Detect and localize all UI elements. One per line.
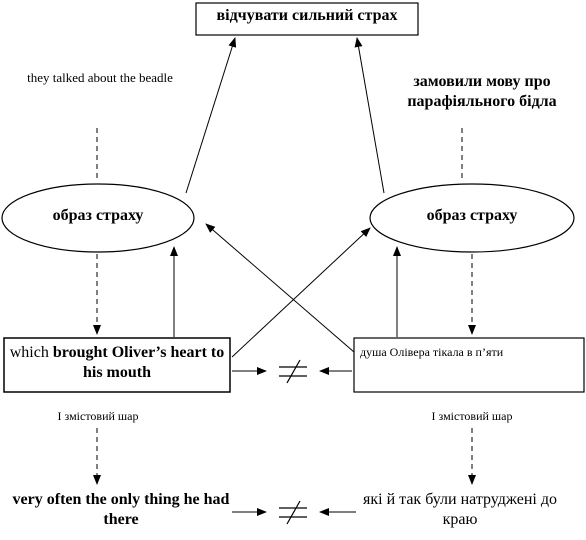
left-box-frame xyxy=(3,337,231,393)
top-box-frame xyxy=(195,2,419,36)
right-box-frame xyxy=(353,337,585,393)
arrow-right-oval-to-top xyxy=(354,37,385,194)
left-note: they talked about the beadle xyxy=(27,70,173,85)
left-layer-label: І змістовий шар xyxy=(57,409,139,423)
left-box-label: which brought Oliver’s heart to his mout… xyxy=(4,343,230,383)
arrow-left-box-to-right-oval xyxy=(231,227,371,358)
right-note: замовили мову про парафіяльного бідла xyxy=(407,73,557,110)
arrow-right-box-to-left-oval xyxy=(205,223,355,353)
right-oval-shape xyxy=(369,183,575,253)
not-equal-symbol-bottom xyxy=(279,500,307,525)
arrow-left-oval-to-top xyxy=(185,37,237,194)
top-box-label: відчувати сильний страх xyxy=(216,7,398,24)
left-oval-label: образ страху xyxy=(52,207,144,224)
bottom-right-text: які й так були натруджені до краю xyxy=(362,491,558,528)
right-box-label: душа Олівера тікала в п’яти xyxy=(360,345,504,359)
right-layer-label: І змістовий шар xyxy=(431,409,513,423)
left-box-label-bold: brought Oliver’s heart to his mouth xyxy=(52,344,225,381)
right-oval-label: образ страху xyxy=(426,207,518,224)
bottom-left-text: very often the only thing he had there xyxy=(12,491,230,528)
not-equal-symbol-mid xyxy=(279,359,307,384)
left-oval-shape xyxy=(1,183,195,253)
left-box-label-plain: which xyxy=(9,344,53,361)
